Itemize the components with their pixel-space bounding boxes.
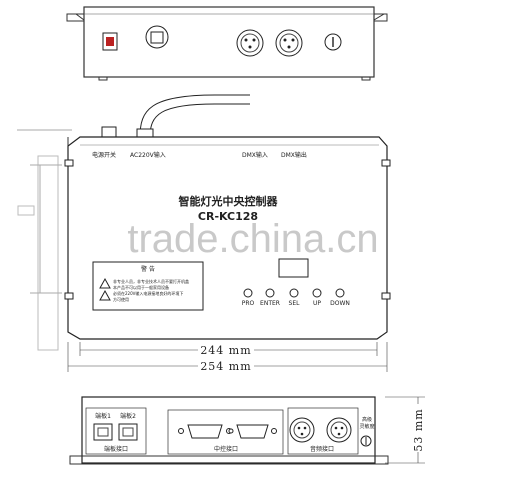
down-button[interactable] (335, 288, 345, 298)
sel-button[interactable] (289, 288, 299, 298)
warning-panel: 警 告 非专业人员，非专业技术人员不要打开机盖 本产品不可以用于一般家用设备 必… (92, 261, 204, 311)
warning-line: 必须在220V输入电源接地良好的环境下 (113, 290, 183, 296)
button-label: ENTER (260, 300, 280, 307)
device-model: CR-KC128 (198, 210, 258, 223)
main-top-view: 电源开关 AC220V输入 DMX输入 DMX输出 智能灯光中央控制器 CR-K… (17, 94, 391, 351)
warning-triangle-icon (99, 277, 111, 289)
xlr-port-icon (326, 417, 352, 443)
device-title: 智能灯光中央控制器 (179, 194, 279, 208)
rj45-label: 端板2 (120, 412, 136, 420)
button-label: SEL (289, 300, 301, 307)
dimension-lines: 244 mm 254 mm (67, 342, 388, 373)
button-label: DOWN (330, 300, 350, 307)
top-label-power: 电源开关 (92, 151, 116, 159)
button-label: PRO (242, 300, 255, 307)
warning-line: 方可使用 (113, 296, 129, 302)
watermark: trade.china.cn (127, 217, 378, 261)
xlr-group-label: 音频接口 (310, 445, 334, 453)
warning-line: 非专业人员，非专业技术人员不要打开机盖 (113, 278, 189, 284)
dimension-outer-width: 254 mm (200, 360, 251, 373)
xlr-input-icon (236, 29, 264, 57)
warning-triangle-icon (99, 289, 111, 301)
lcd-display (278, 258, 309, 278)
warning-line: 本产品不可以用于一般家用设备 (113, 284, 169, 290)
pro-button[interactable] (243, 288, 253, 298)
up-button[interactable] (312, 288, 322, 298)
dimension-height: 53 mm (412, 408, 425, 451)
dimension-inner-width: 244 mm (200, 344, 251, 357)
top-panel-view (66, 6, 388, 81)
top-label-dmx-out: DMX输出 (281, 151, 307, 159)
rj45-label: 端板1 (95, 412, 111, 420)
button-label: UP (313, 300, 321, 307)
xlr-port-icon (289, 417, 315, 443)
switch-label: 高级 (362, 416, 372, 423)
enter-button[interactable] (265, 288, 275, 298)
bottom-panel-view: 端板1 端板2 端板接口 中控接口 音频 (69, 396, 425, 465)
top-label-ac: AC220V输入 (130, 151, 166, 159)
db9-port-icon (228, 424, 277, 439)
top-label-dmx-in: DMX输入 (242, 151, 268, 159)
xlr-output-icon (275, 29, 303, 57)
warning-heading: 警 告 (141, 265, 155, 273)
button-row: PRO ENTER SEL UP DOWN (242, 288, 350, 307)
rj45-group-label: 端板接口 (104, 445, 128, 453)
db9-group-label: 中控接口 (214, 445, 238, 453)
switch-label: 灵敏度 (359, 423, 374, 430)
